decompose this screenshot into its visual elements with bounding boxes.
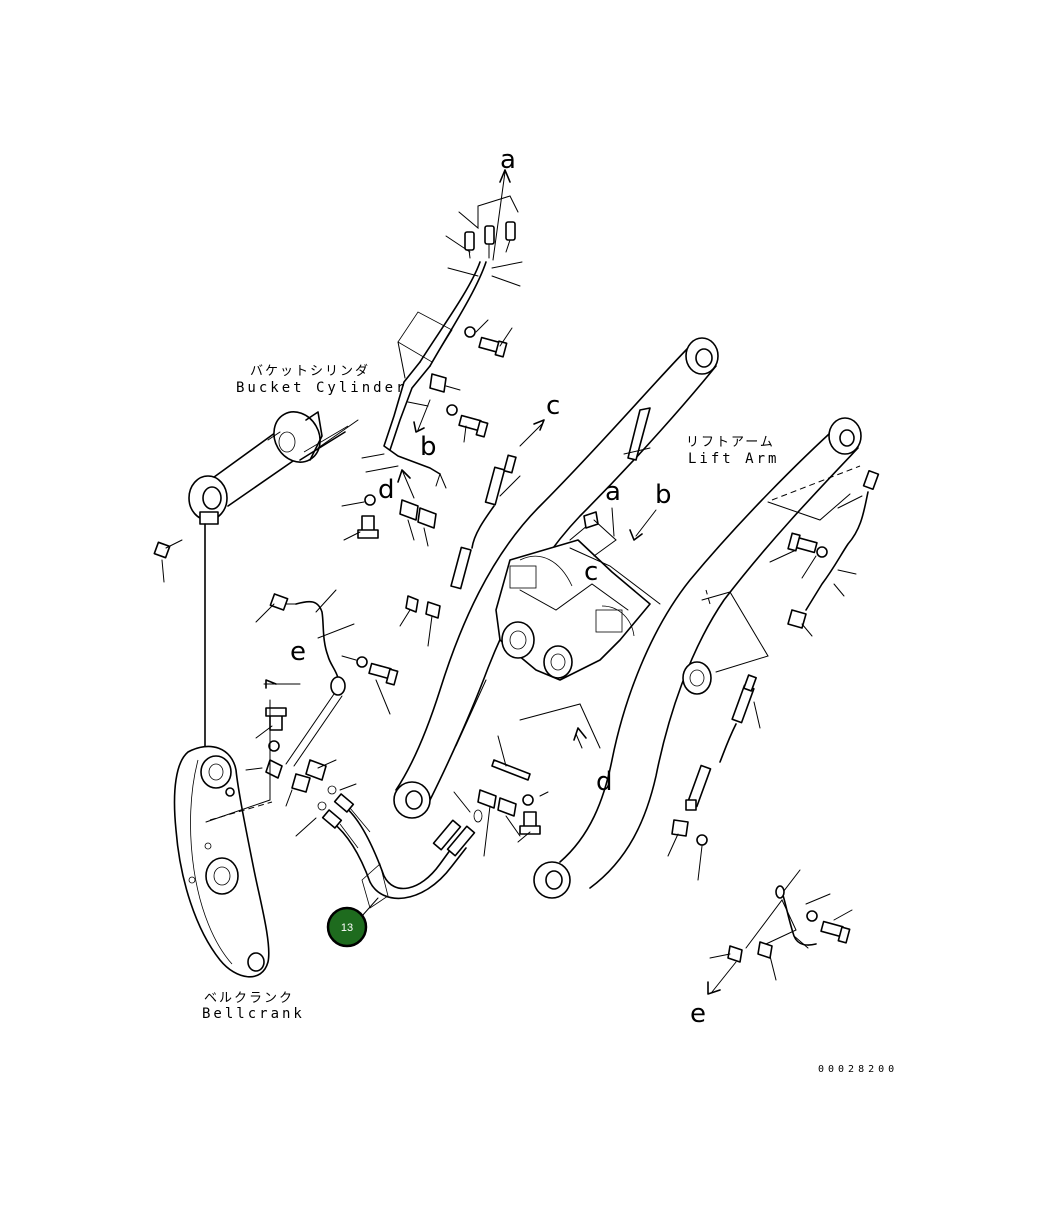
ref-letter-c-upper: c bbox=[546, 391, 560, 421]
lift-arm-label-jp: リフトアーム bbox=[686, 435, 775, 450]
center-sensor-group: a b c bbox=[569, 477, 672, 605]
drawing-code: 00028200 bbox=[818, 1064, 898, 1075]
callout-13[interactable]: 13 bbox=[326, 906, 368, 948]
center-harness bbox=[341, 361, 447, 547]
top-connector-group bbox=[419, 169, 523, 367]
callout-13-circle[interactable] bbox=[326, 906, 368, 948]
lower-d-assembly: d bbox=[453, 679, 613, 857]
bucket-cylinder-label-en: Bucket Cylinder bbox=[236, 380, 407, 396]
harness-label-box bbox=[397, 311, 453, 363]
bellcrank-label-en: Bellcrank bbox=[202, 1006, 305, 1022]
lift-arm-right bbox=[533, 417, 862, 899]
cross-tube bbox=[495, 539, 651, 681]
bellcrank bbox=[173, 745, 273, 978]
ref-letter-c-mid: c bbox=[584, 557, 598, 587]
ref-letter-e-bottom: e bbox=[690, 999, 706, 1029]
top-bolt-group bbox=[429, 319, 513, 443]
bucket-cylinder bbox=[153, 411, 359, 761]
bottom-e-assembly: e bbox=[690, 869, 853, 1029]
left-harness: e bbox=[205, 589, 399, 837]
callout-13-number[interactable]: 13 bbox=[341, 922, 353, 934]
ref-letter-d-lower: d bbox=[596, 767, 613, 797]
ref-letter-e-left: e bbox=[290, 637, 306, 667]
ref-letter-a-top: a bbox=[500, 145, 516, 175]
ref-letter-d-left: d bbox=[378, 475, 395, 505]
upper-c-assembly: c bbox=[399, 391, 560, 647]
bellcrank-label-jp: ベルクランク bbox=[204, 991, 294, 1006]
bucket-cylinder-label-jp: バケットシリンダ bbox=[250, 364, 370, 379]
lift-arm-label-en: Lift Arm bbox=[688, 451, 779, 467]
hose-assembly bbox=[321, 793, 476, 917]
ref-letter-a-mid: a bbox=[605, 477, 621, 507]
ref-letter-b-left: b bbox=[420, 432, 437, 462]
right-harness bbox=[667, 465, 880, 881]
ref-letter-b-mid: b bbox=[655, 480, 672, 510]
